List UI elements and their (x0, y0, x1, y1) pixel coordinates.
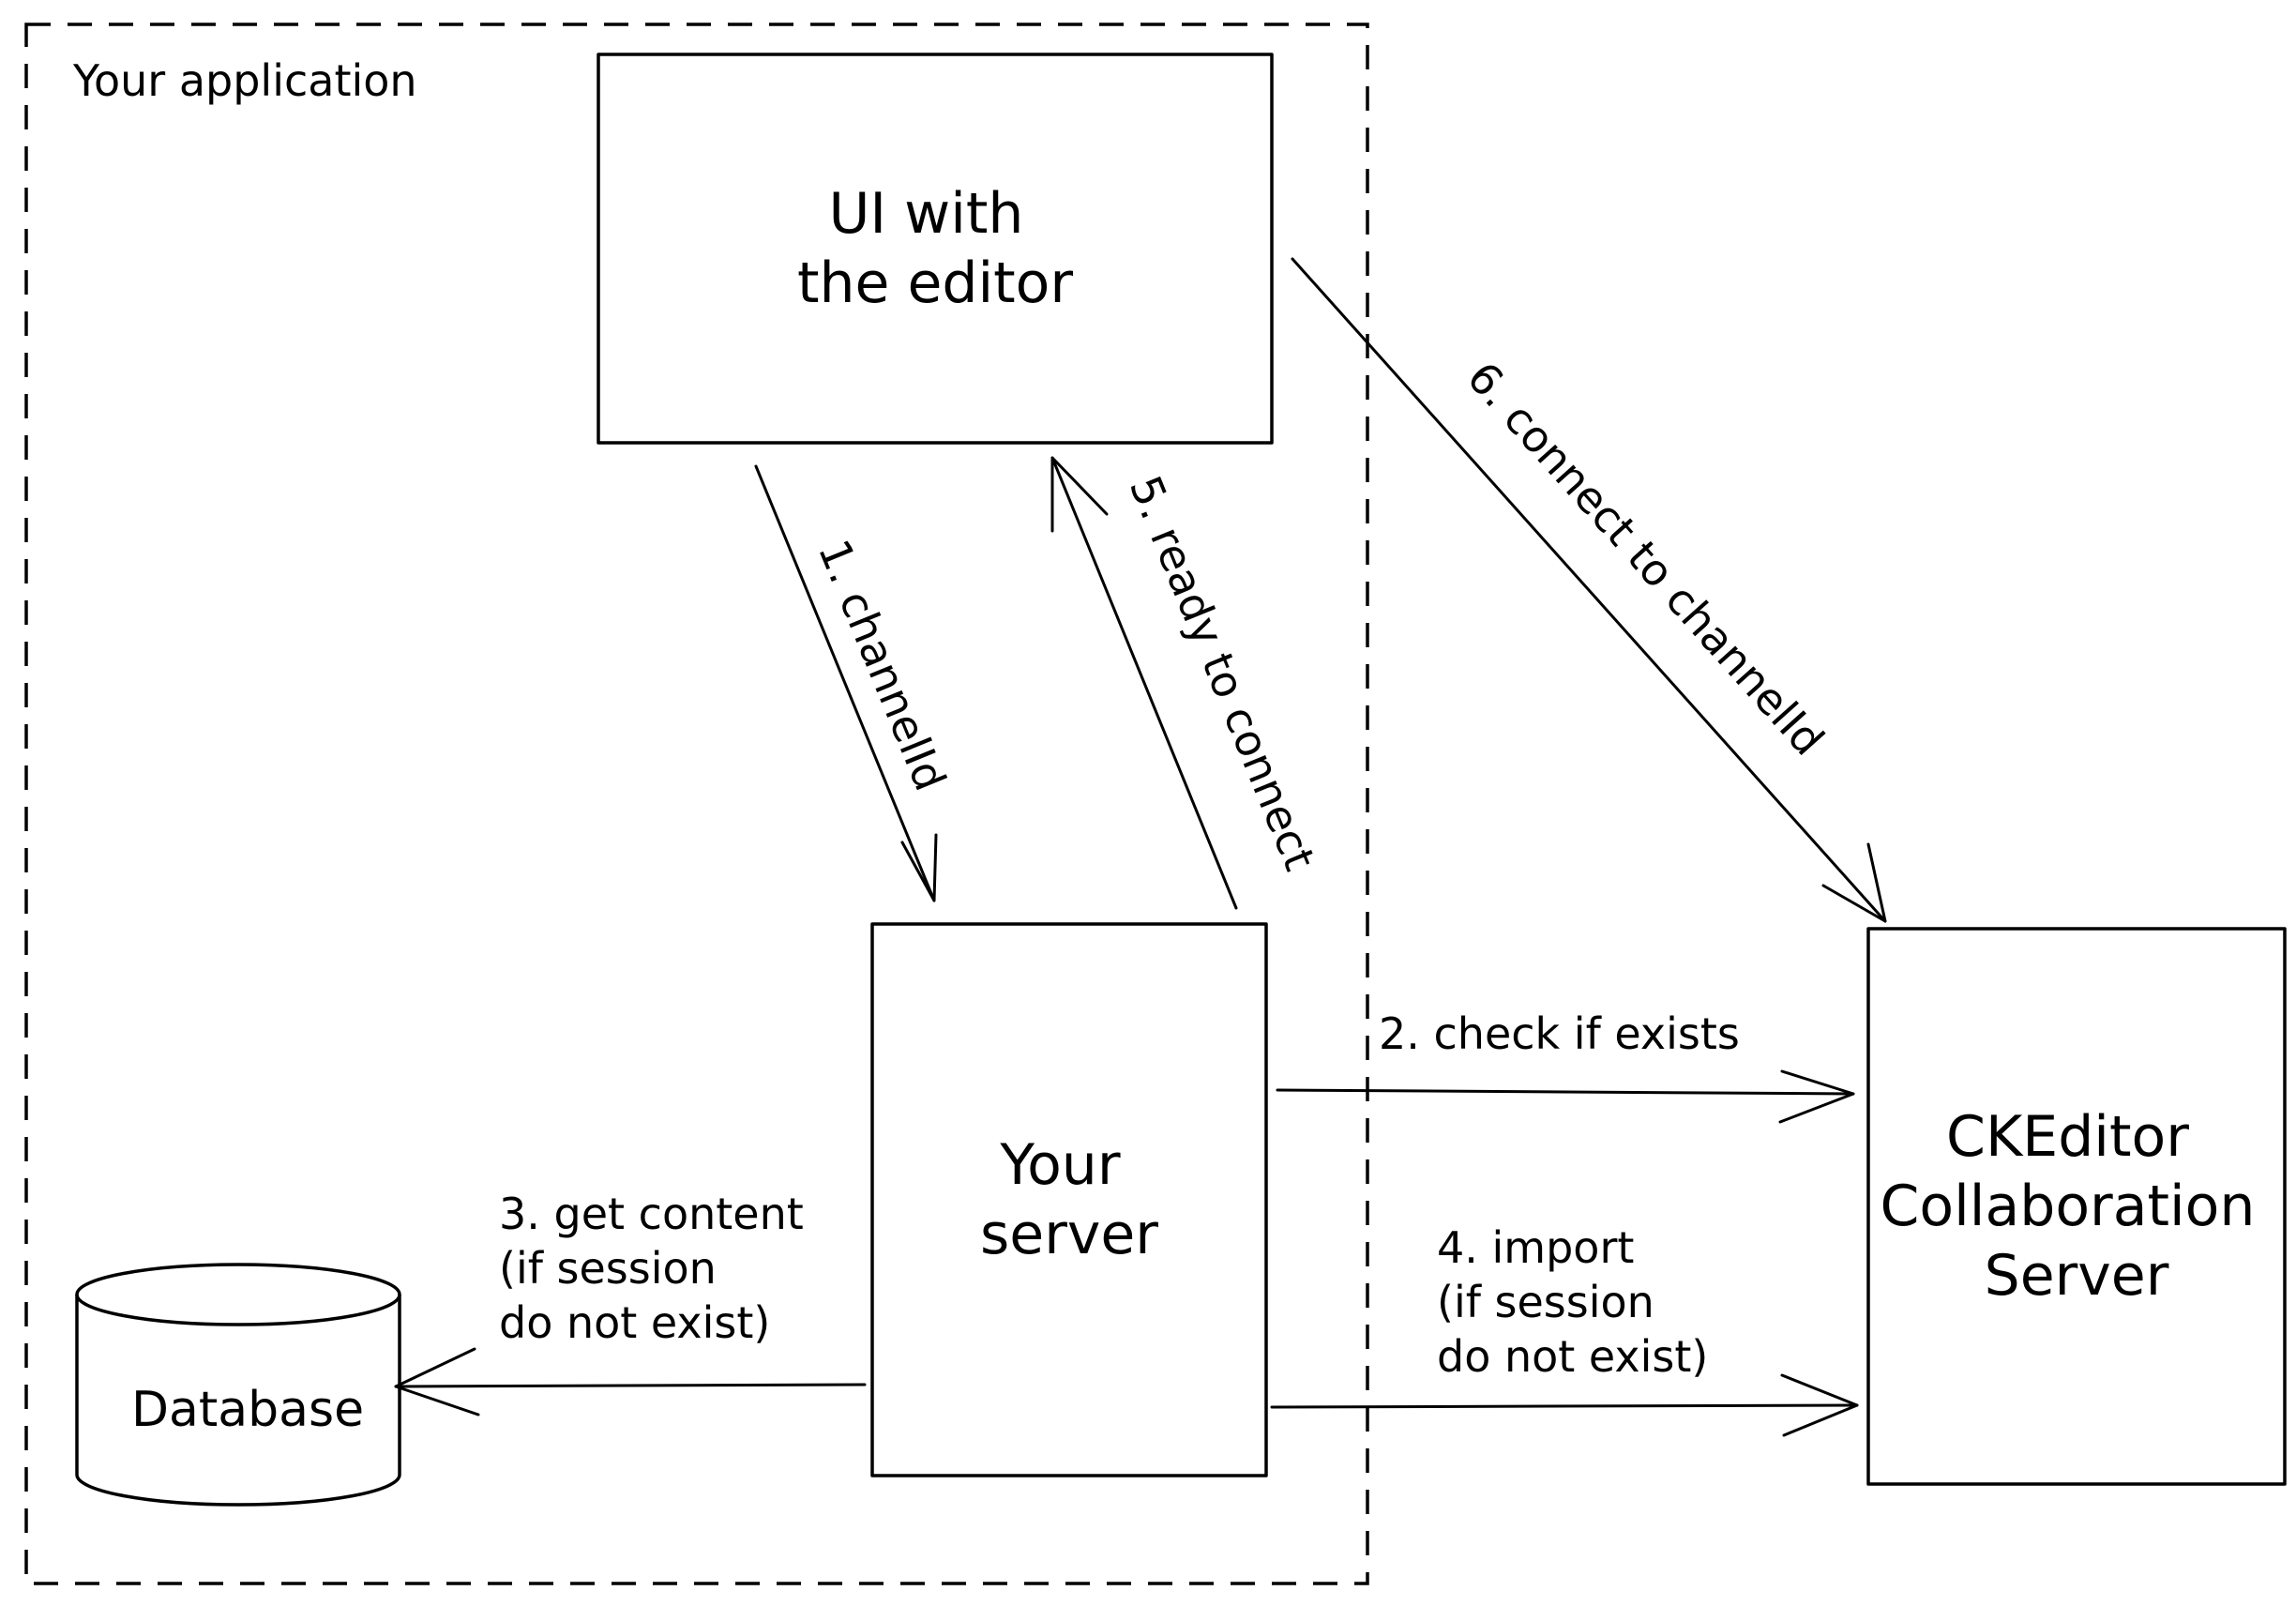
edge-4-label-line2: (if session (1437, 1277, 1654, 1327)
edge-3-label-line3: do not exist) (499, 1297, 770, 1348)
edge-2-check-if-exists: 2. check if exists (1276, 1008, 1855, 1124)
your-server-label: Your server (980, 1132, 1158, 1267)
edge-3-get-content: 3. get content (if session do not exist) (394, 1189, 867, 1417)
edge-2-label: 2. check if exists (1379, 1008, 1740, 1059)
edge-4-label-line3: do not exist) (1437, 1331, 1708, 1382)
node-ui-editor: UI with the editor (597, 53, 1274, 445)
ui-editor-label-line1: UI with (828, 181, 1023, 247)
your-server-box (870, 922, 1268, 1477)
edge-4-arrowhead (1780, 1373, 1859, 1437)
edge-1-label: 1. channelId (808, 533, 956, 798)
ui-editor-box (597, 53, 1274, 445)
ckeditor-server-label: CKEditor Collaboration Server (1881, 1104, 2273, 1309)
edge-1-line (754, 464, 936, 902)
ckeditor-server-label-line1: CKEditor (1946, 1104, 2189, 1170)
your-server-label-line2: server (980, 1202, 1158, 1267)
edge-4-import: 4. import (if session do not exist) (1270, 1222, 1859, 1437)
edge-4-line (1270, 1403, 1859, 1409)
edge-3-arrowhead (394, 1347, 480, 1417)
edge-6-line (1291, 257, 1887, 923)
node-your-server: Your server (870, 922, 1268, 1477)
edge-6-label: 6. connect to channelId (1458, 352, 1835, 765)
edge-1-arrowhead (900, 833, 938, 902)
ckeditor-server-box (1866, 927, 2287, 1486)
node-ckeditor-server: CKEditor Collaboration Server (1866, 927, 2287, 1486)
database-label: Database (131, 1382, 364, 1438)
group-your-application: Your application (24, 23, 1369, 1585)
edge-3-line (394, 1383, 867, 1388)
edge-6-arrowhead (1821, 842, 1887, 923)
edge-4-label: 4. import (if session do not exist) (1437, 1222, 1708, 1382)
database-cylinder-top (75, 1263, 401, 1326)
edge-5-ready-to-connect: 5. ready to connect (1050, 456, 1325, 910)
ui-editor-label-line2: the editor (797, 250, 1073, 316)
edge-1-channelid: 1. channelId (754, 464, 956, 902)
ckeditor-server-label-line2: Collaboration (1881, 1174, 2256, 1239)
edge-5-line (1050, 456, 1238, 910)
ui-editor-label: UI with the editor (797, 181, 1073, 316)
database-cylinder-body (75, 1295, 401, 1507)
edge-2-arrowhead (1778, 1069, 1855, 1124)
group-label: Your application (72, 55, 417, 106)
edge-5-arrowhead (1050, 456, 1109, 533)
edge-2-line (1276, 1088, 1855, 1096)
ckeditor-server-label-line3: Server (1985, 1243, 2169, 1309)
edge-4-label-line1: 4. import (1437, 1222, 1634, 1273)
edge-6-connect-to-channelid: 6. connect to channelId (1291, 257, 1887, 923)
edge-5-label: 5. ready to connect (1120, 469, 1325, 877)
edge-3-label-line2: (if session (499, 1243, 717, 1294)
your-server-label-line1: Your (999, 1132, 1120, 1198)
edge-3-label: 3. get content (if session do not exist) (499, 1189, 817, 1348)
edge-3-label-line1: 3. get content (499, 1189, 804, 1239)
node-database: Database (75, 1263, 401, 1507)
group-boundary (24, 23, 1369, 1585)
